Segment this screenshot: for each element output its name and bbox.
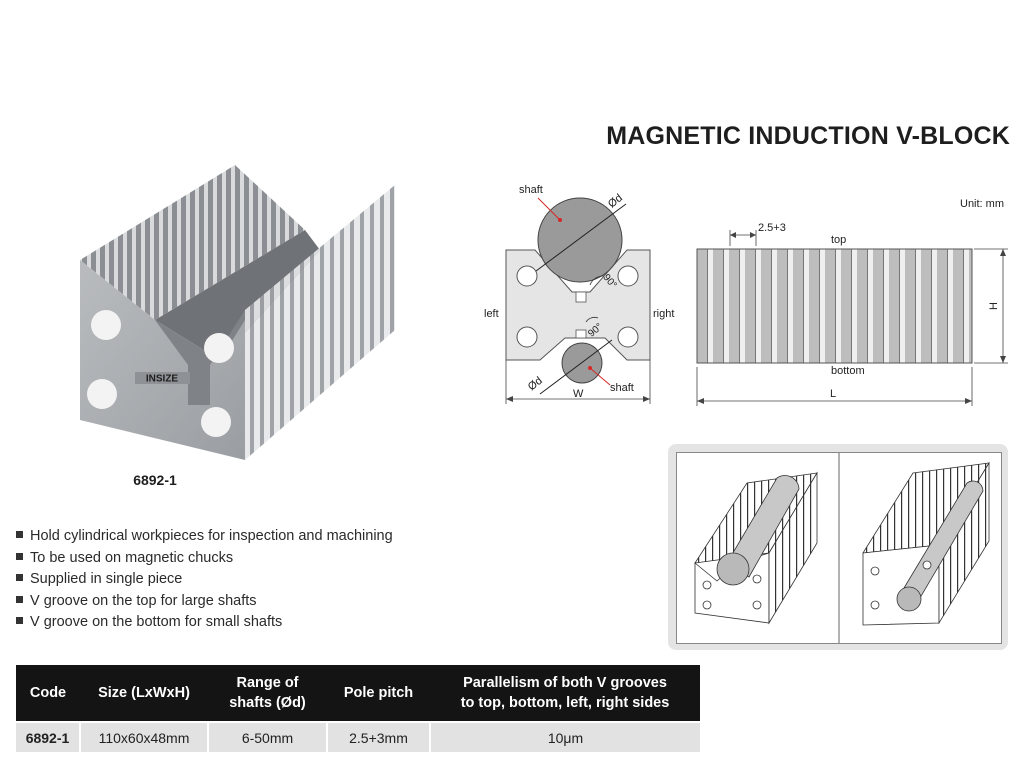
feature-item: To be used on magnetic chucks [16,548,393,570]
table-row: 6892-1 110x60x48mm 6-50mm 2.5+3mm 10μm [16,721,700,752]
square-bullet-icon [16,531,23,538]
right-label: right [653,308,675,320]
front-view-diagram [505,197,651,404]
cell-code: 6892-1 [16,721,81,752]
cell-range: 6-50mm [208,721,328,752]
side-view-diagram [696,230,1008,406]
shaft-top-label: shaft [519,184,543,196]
product-code: 6892-1 [133,472,177,488]
square-bullet-icon [16,617,23,624]
product-image: INSIZE [80,165,395,460]
feature-item: V groove on the bottom for small shafts [16,612,393,634]
left-label: left [484,308,499,320]
feature-item: V groove on the top for large shafts [16,591,393,613]
usage-illustration [694,453,990,643]
shaft-bottom-label: shaft [610,382,634,394]
feature-item: Hold cylindrical workpieces for inspecti… [16,526,393,548]
square-bullet-icon [16,552,23,560]
cell-size: 110x60x48mm [80,721,209,752]
feature-item: Supplied in single piece [16,569,393,591]
brand-logo: INSIZE [146,374,179,385]
square-bullet-icon [16,595,23,603]
unit-label: Unit: mm [960,198,1004,210]
header-pole-pitch: Pole pitch [327,665,430,722]
usage-illustration-panel [668,444,1008,650]
feature-list: Hold cylindrical workpieces for inspecti… [16,526,393,634]
cell-pole-pitch: 2.5+3mm [327,721,431,752]
header-size: Size (LxWxH) [80,665,208,722]
pitch-label: 2.5+3 [758,222,786,234]
cell-parallelism: 10μm [430,721,700,752]
page-title: MAGNETIC INDUCTION V-BLOCK [606,122,1010,150]
width-label: W [573,388,584,400]
height-label: H [987,302,1000,310]
square-bullet-icon [16,574,23,581]
top-label: top [831,234,847,246]
bottom-label: bottom [831,365,865,377]
length-label: L [830,388,837,400]
header-code: Code [16,665,80,722]
